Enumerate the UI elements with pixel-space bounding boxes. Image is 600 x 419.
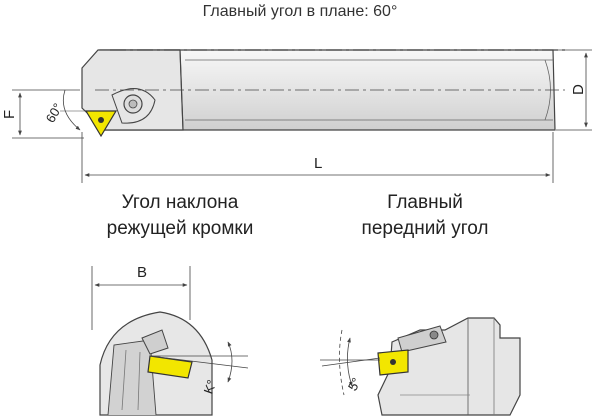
approach-angle-label: 60° [43, 101, 66, 126]
inclination-caption-line2: режущей кромки [106, 218, 254, 239]
inclination-detail [91, 266, 249, 416]
dimension-B-label: B [137, 264, 147, 281]
inclination-angle-label: K° [201, 378, 220, 396]
dimension-L-label: L [314, 155, 322, 172]
diagram-title: Главный угол в плане: 60° [202, 3, 398, 20]
rake-caption-line1: Главный [387, 192, 463, 213]
boring-bar-top-view [12, 49, 592, 183]
rake-detail [320, 317, 521, 416]
rake-caption-line2: передний угол [361, 218, 489, 239]
rake-angle-label: 5° [345, 375, 364, 393]
rake-caption: Главный передний угол [290, 190, 560, 242]
inclination-caption-line1: Угол наклона [121, 192, 239, 213]
cutting-insert [84, 110, 118, 138]
inclination-caption: Угол наклона режущей кромки [45, 190, 315, 242]
dimension-D-label: D [570, 84, 587, 95]
inclination-insert [147, 355, 193, 379]
dimension-F-label: F [1, 110, 18, 119]
